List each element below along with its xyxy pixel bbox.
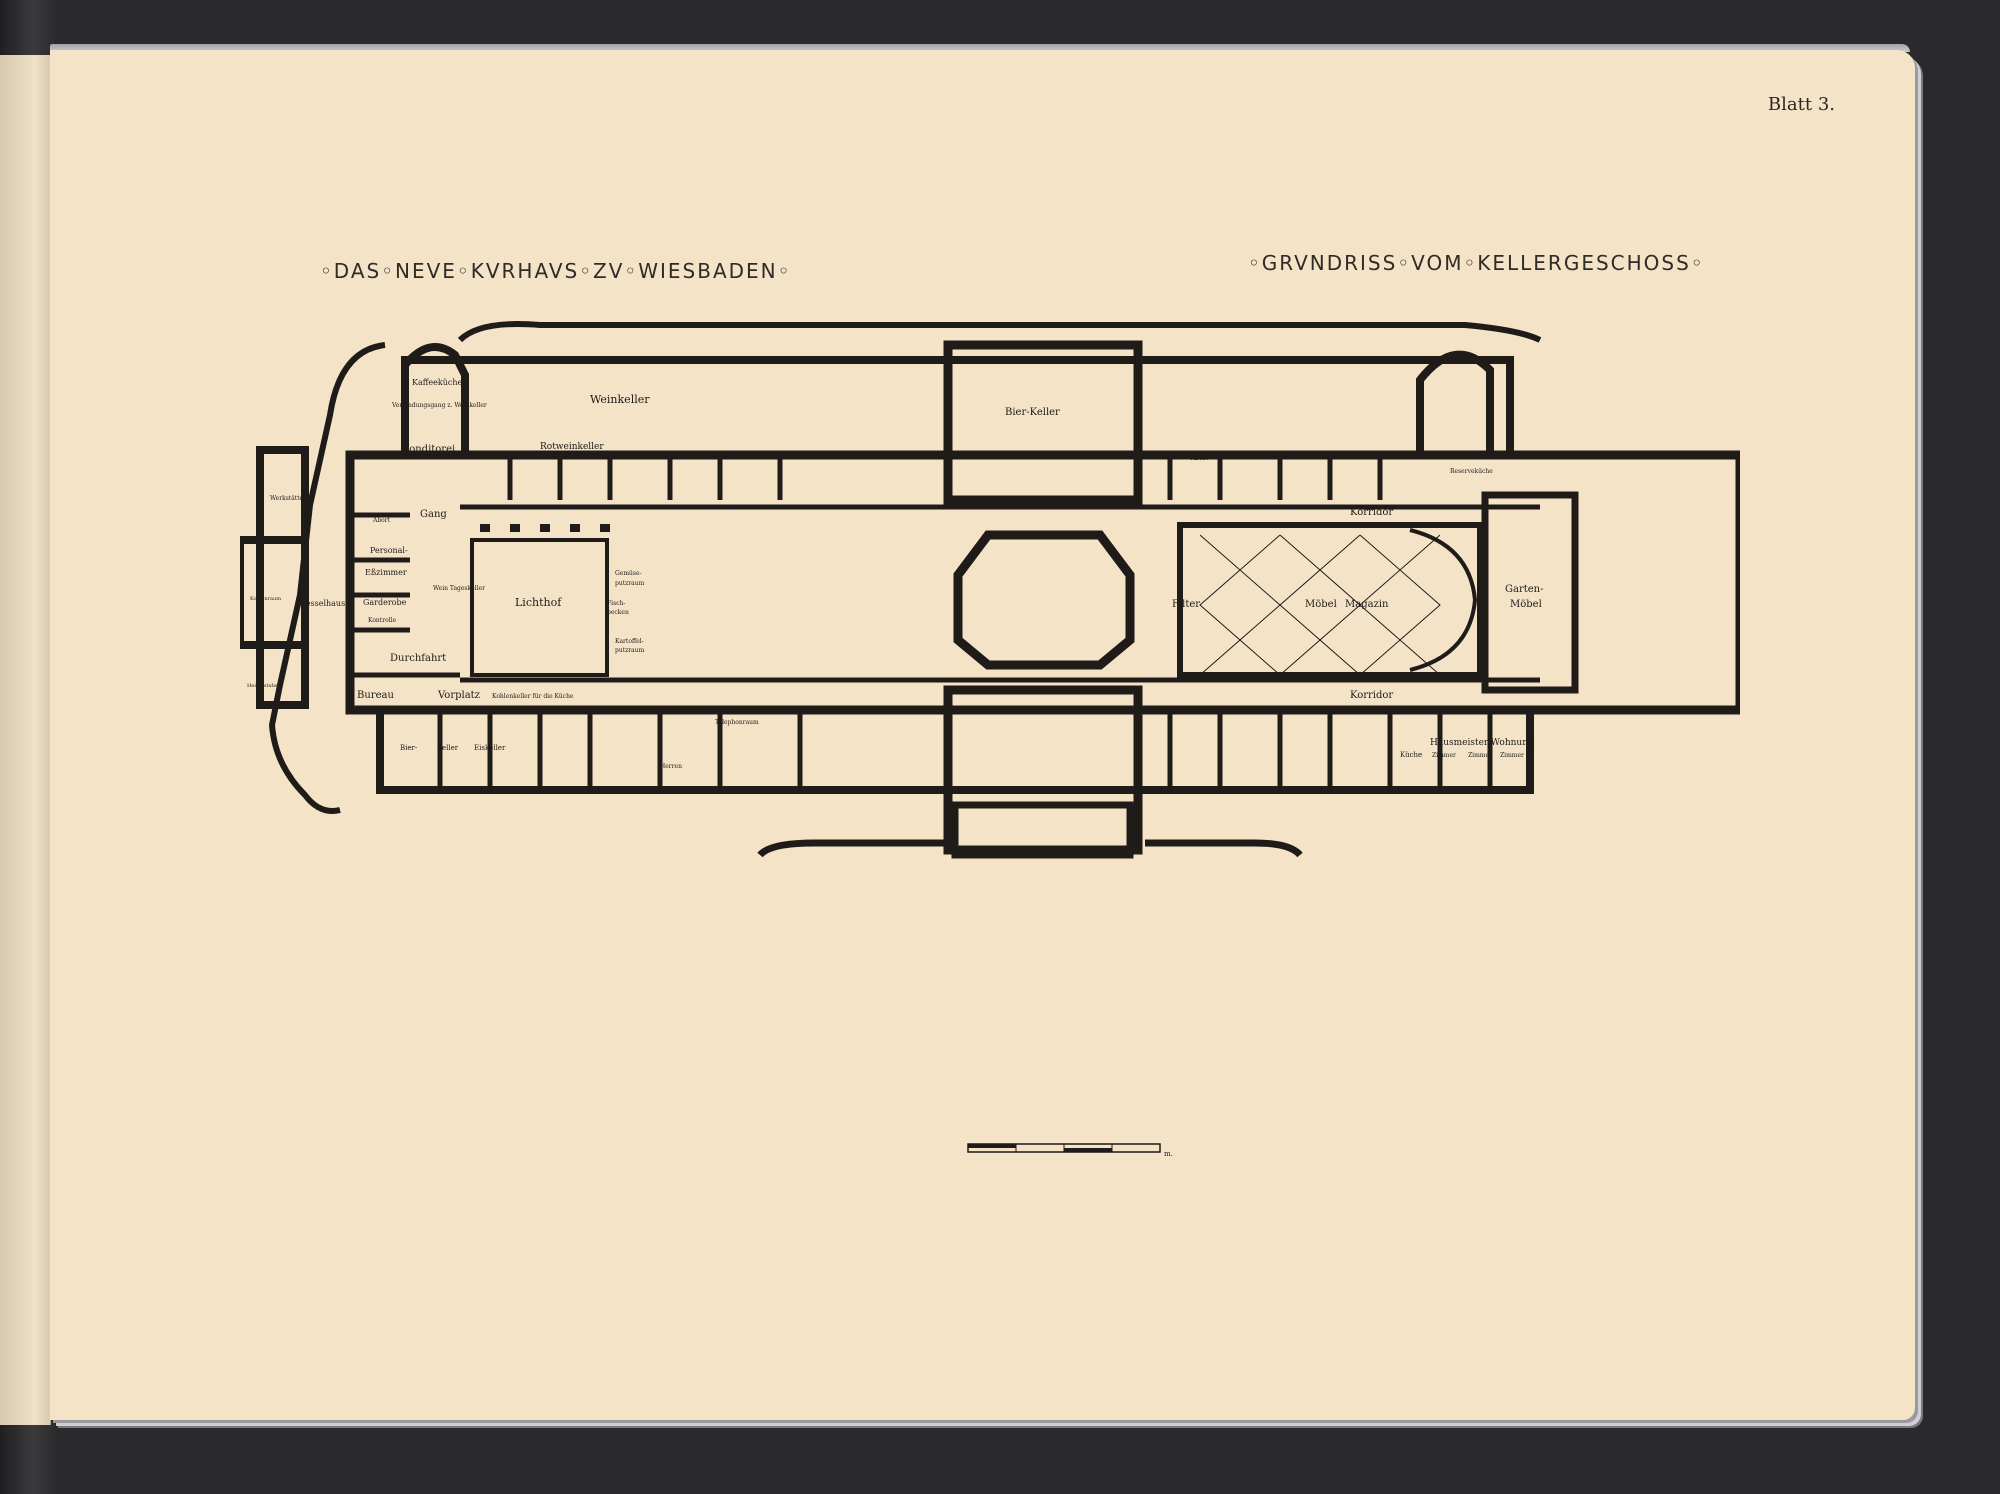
room-vorplatz: Vorplatz xyxy=(437,690,480,701)
room-eiskeller: Eiskeller xyxy=(474,744,506,752)
room-keller: Keller xyxy=(437,744,459,752)
room-gartenmoebel-2: Möbel xyxy=(1510,599,1542,610)
left-tower xyxy=(401,343,469,455)
room-bierkeller-north: Bier-Keller xyxy=(1005,407,1060,418)
basement-floor-plan: Kaffeeküche Verbindungsgang z. Weinkelle… xyxy=(240,321,1740,859)
sheet-number: Blatt 3. xyxy=(1767,94,1835,115)
west-partitions xyxy=(350,512,460,678)
left-page-edge xyxy=(0,55,51,1425)
room-korridor-north: Korridor xyxy=(1350,507,1393,518)
room-filter: Filter xyxy=(1172,599,1200,610)
terrace-wall xyxy=(457,321,1542,343)
center-south-pavilion xyxy=(943,685,1143,855)
center-north-pavilion xyxy=(943,340,1143,505)
room-heizerstube: Heizerstube xyxy=(247,683,278,689)
room-bureau: Bureau xyxy=(357,690,394,701)
room-fischbecken-1: Fisch- xyxy=(607,600,625,607)
room-herren: Herren xyxy=(660,763,682,770)
page-top-edge xyxy=(50,44,1910,52)
room-garderobe: Garderobe xyxy=(363,598,407,607)
corridor-gang: Gang xyxy=(420,509,447,520)
room-personal: Personal- xyxy=(370,546,408,555)
room-putzraum: putzraum xyxy=(615,580,645,587)
room-kaffeekueche: Kaffeeküche xyxy=(412,378,463,387)
room-kartoffel-2: putzraum xyxy=(615,647,645,654)
room-hausmeister: Hausmeister-Wohnung xyxy=(1430,738,1534,748)
front-portico xyxy=(951,801,1134,859)
room-kueche: Küche xyxy=(1400,751,1422,759)
room-reservekueche: Reserveküche xyxy=(1450,468,1493,475)
room-verbindungsgang: Verbindungsgang z. Weinkeller xyxy=(391,402,487,409)
room-abort-east: Abort xyxy=(1190,455,1209,462)
scale-bar: m. xyxy=(967,1143,1173,1158)
front-stair-curve-left xyxy=(757,839,947,858)
north-partitions xyxy=(507,455,1383,500)
room-weinkeller: Weinkeller xyxy=(590,393,650,406)
room-gartenmoebel-1: Garten- xyxy=(1505,584,1544,595)
vault-diagonals xyxy=(1199,534,1441,676)
room-kartoffel-1: Kartoffel- xyxy=(615,638,644,645)
room-zimmer-2: Zimmer xyxy=(1468,752,1492,759)
room-moebel: Möbel xyxy=(1305,599,1337,610)
room-durchfahrt: Durchfahrt xyxy=(390,653,446,664)
scale-unit: m. xyxy=(1164,1150,1173,1158)
room-fischbecken-2: becken xyxy=(607,609,629,616)
furniture-hall xyxy=(1177,522,1483,678)
south-wing xyxy=(376,706,1534,794)
central-octagon xyxy=(953,530,1135,670)
south-partitions xyxy=(437,710,1493,790)
room-lichthof: Lichthof xyxy=(515,596,562,609)
room-rotweinkeller: Rotweinkeller xyxy=(540,442,604,452)
room-konditorei: Konditorei xyxy=(402,444,455,455)
room-wein-tageskeller: Wein Tageskeller xyxy=(433,585,485,592)
room-werkstatt: Werkstätte xyxy=(270,495,304,502)
furniture-hall-apse xyxy=(1409,528,1478,672)
room-gemuese: Gemüse- xyxy=(615,570,642,577)
room-kohlenkeller: Kohlenkeller für die Küche xyxy=(492,693,574,700)
boiler-block xyxy=(240,536,309,649)
room-abort-west: Abort xyxy=(372,517,391,524)
right-tower xyxy=(1416,350,1494,455)
room-kesselhaus: Kesselhaus xyxy=(300,599,345,608)
room-zimmer-3: Zimmer xyxy=(1500,752,1524,759)
room-esszimmer: Eßzimmer xyxy=(365,568,407,577)
sheet: Blatt 3. ◦DAS◦NEVE◦KVRHAVS◦ZV◦WIESBADEN◦… xyxy=(50,50,1915,1420)
room-kontrolle: Kontrolle xyxy=(368,617,397,624)
plan-title: ◦GRVNDRISS◦VOM◦KELLERGESCHOSS◦ xyxy=(1248,251,1705,275)
room-kohlenraum: Kohlenraum xyxy=(250,596,281,602)
driveway-curve xyxy=(268,342,386,814)
north-wing xyxy=(401,356,1514,459)
room-telephonraum: Telephonraum xyxy=(715,719,759,726)
room-bier: Bier- xyxy=(400,744,418,752)
light-court xyxy=(470,538,609,677)
building-title: ◦DAS◦NEVE◦KVRHAVS◦ZV◦WIESBADEN◦ xyxy=(320,259,792,283)
front-stair-curve-right xyxy=(1145,839,1303,858)
room-korridor-south: Korridor xyxy=(1350,690,1393,701)
room-magazin: Magazin xyxy=(1345,599,1389,610)
garden-furniture-block xyxy=(1481,491,1579,694)
room-zimmer-1: Zimmer xyxy=(1432,752,1456,759)
